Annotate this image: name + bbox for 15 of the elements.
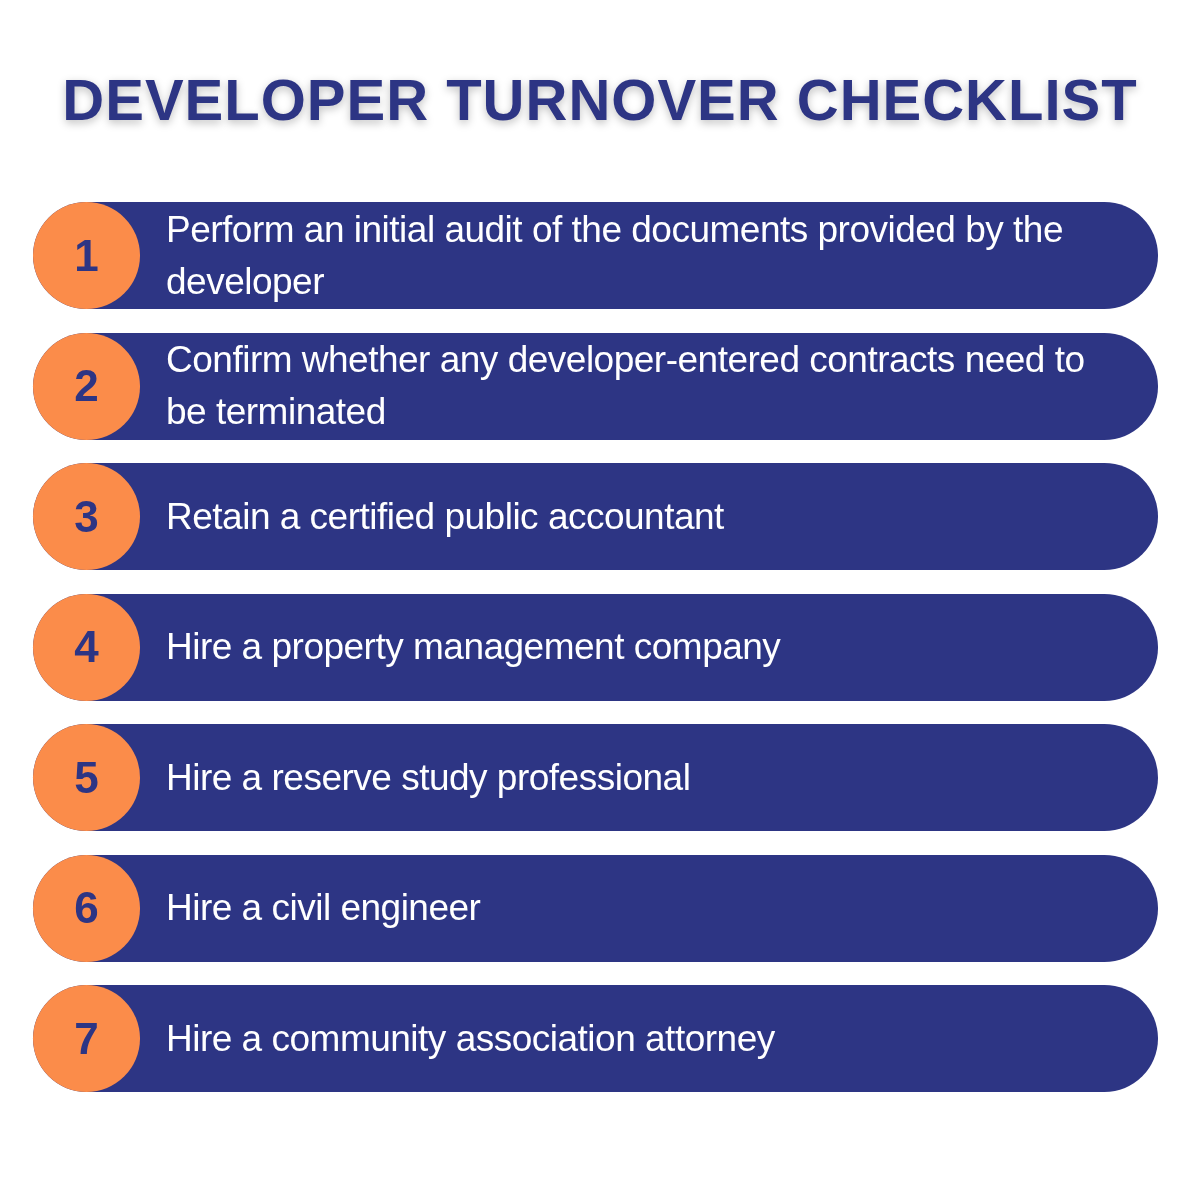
step-number: 1 bbox=[74, 230, 99, 281]
step-text: Hire a community association attorney bbox=[166, 1016, 776, 1061]
step-number: 4 bbox=[74, 622, 99, 672]
step-text: Retain a certified public accountant bbox=[166, 494, 725, 539]
step-number: 5 bbox=[74, 752, 99, 803]
step-text: Perform an initial audit of the documents provided by the developer bbox=[166, 207, 1065, 304]
step-text: Hire a reserve study professional bbox=[166, 755, 692, 800]
title: DEVELOPER TURNOVER CHECKLIST bbox=[62, 66, 1138, 133]
step-text: Hire a property management company bbox=[166, 625, 782, 670]
step-number: 6 bbox=[74, 883, 99, 933]
step-number: 3 bbox=[74, 491, 99, 542]
step-text: Hire a civil engineer bbox=[166, 886, 482, 931]
step-number: 2 bbox=[74, 361, 99, 411]
step-number: 7 bbox=[74, 1013, 99, 1064]
step-text: Confirm whether any developer-entered contracts need to be terminated bbox=[166, 338, 1086, 434]
